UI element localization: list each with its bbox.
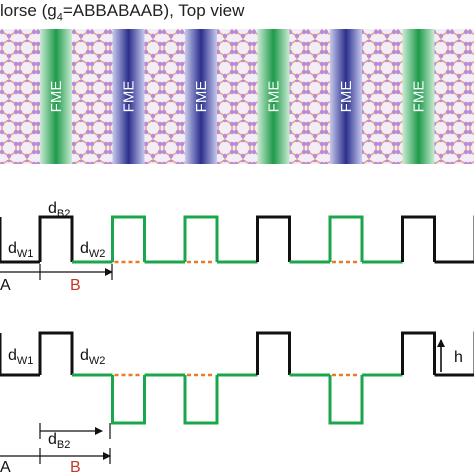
fme-stripe-label: FME (411, 81, 428, 113)
title-subscript: 4 (56, 11, 63, 24)
fme-stripe-label: FME (266, 81, 283, 113)
pulse-a (256, 215, 291, 262)
pulse-b (183, 375, 219, 425)
panel-1-b-label: B (70, 277, 81, 294)
fme-stripe-label: FME (338, 81, 355, 113)
panel-2-dw2-label: dW2 (80, 347, 105, 367)
pulse-b (111, 375, 146, 425)
panel-2: dW1 dW2 dB2 h A B (0, 331, 474, 474)
pulse-a (38, 331, 74, 375)
height-label: h (454, 349, 463, 366)
panel-2-db2-label: dB2 (48, 431, 70, 451)
panel-1: dB2 dW1 dW2 A B (0, 200, 474, 294)
pulse-a (401, 215, 436, 262)
fme-stripes: FMEFMEFMEFMEFMEFMEFMEFME (40, 29, 435, 164)
panel-1-a-label: A (0, 277, 11, 294)
pulse-a (38, 215, 74, 262)
panel-2-waveform (0, 331, 474, 425)
figure-title: lorse (g4=ABBABAAB), Top view (0, 0, 245, 24)
fme-stripe-a (257, 29, 290, 164)
panel-2-a-label: A (0, 459, 11, 474)
lattice-background (0, 29, 474, 164)
fme-stripe-b (112, 29, 145, 164)
fme-stripe-a (40, 29, 72, 164)
fme-stripe-a (402, 29, 435, 164)
pulse-a (256, 331, 291, 375)
panel-1-dw1-label: dW1 (8, 240, 33, 260)
fme-stripe-label: FME (48, 81, 65, 113)
pulse-a (401, 331, 436, 375)
title-prefix: lorse (g (0, 1, 57, 20)
panel-2-dw1-label: dW1 (8, 347, 33, 367)
panel-2-b-label: B (70, 459, 81, 474)
fme-stripe-b (330, 29, 362, 164)
pulse-b (328, 215, 364, 262)
lattice-strip: FMEFMEFMEFMEFMEFMEFMEFME (0, 29, 474, 164)
panel-1-waveform (0, 215, 474, 264)
panel-1-dw2-label: dW2 (80, 240, 105, 260)
title-suffix: =ABBABAAB), Top view (62, 1, 245, 20)
fme-stripe-b (185, 29, 217, 164)
pulse-b (328, 375, 364, 425)
panel-1-db2-label: dB2 (48, 200, 70, 220)
pulse-b (111, 215, 146, 262)
pulse-b (183, 215, 219, 262)
fme-stripe-label: FME (121, 81, 138, 113)
fme-stripe-label: FME (193, 81, 210, 113)
